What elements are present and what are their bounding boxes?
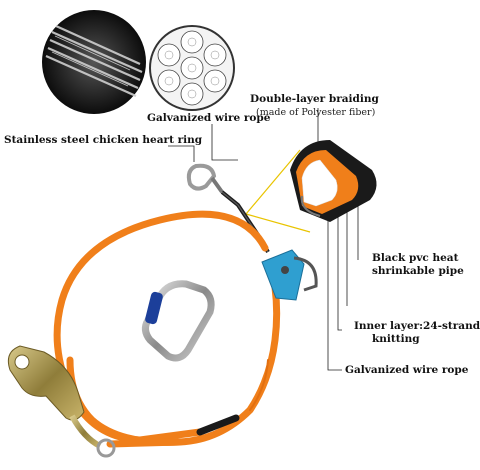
product-illustration <box>7 10 377 458</box>
label-galvanized-wire-rope-top: Galvanized wire rope <box>147 112 271 124</box>
carabiner-icon <box>141 280 215 362</box>
label-galvanized-wire-rope-bottom: Galvanized wire rope <box>345 364 469 376</box>
label-pvc-line1: Black pvc heat <box>372 252 459 264</box>
label-inner-line1: Inner layer:24-strand <box>354 320 480 332</box>
label-ring: Stainless steel chicken heart ring <box>4 134 203 146</box>
cable-cutaway <box>290 140 377 222</box>
ring-icon <box>186 163 224 194</box>
wire-rope-closeup-icon <box>42 10 146 114</box>
leader-lines <box>168 108 359 371</box>
rope-adjuster-icon <box>261 249 318 301</box>
label-pvc-line2: shrinkable pipe <box>372 265 464 277</box>
label-braiding-title: Double-layer braiding <box>250 93 379 105</box>
wire-strand-cross-section-icon <box>149 25 235 111</box>
label-inner-line2: knitting <box>372 333 420 345</box>
snap-hook-icon <box>7 345 116 458</box>
label-braiding-sub: (made of Polyester fiber) <box>256 107 376 118</box>
